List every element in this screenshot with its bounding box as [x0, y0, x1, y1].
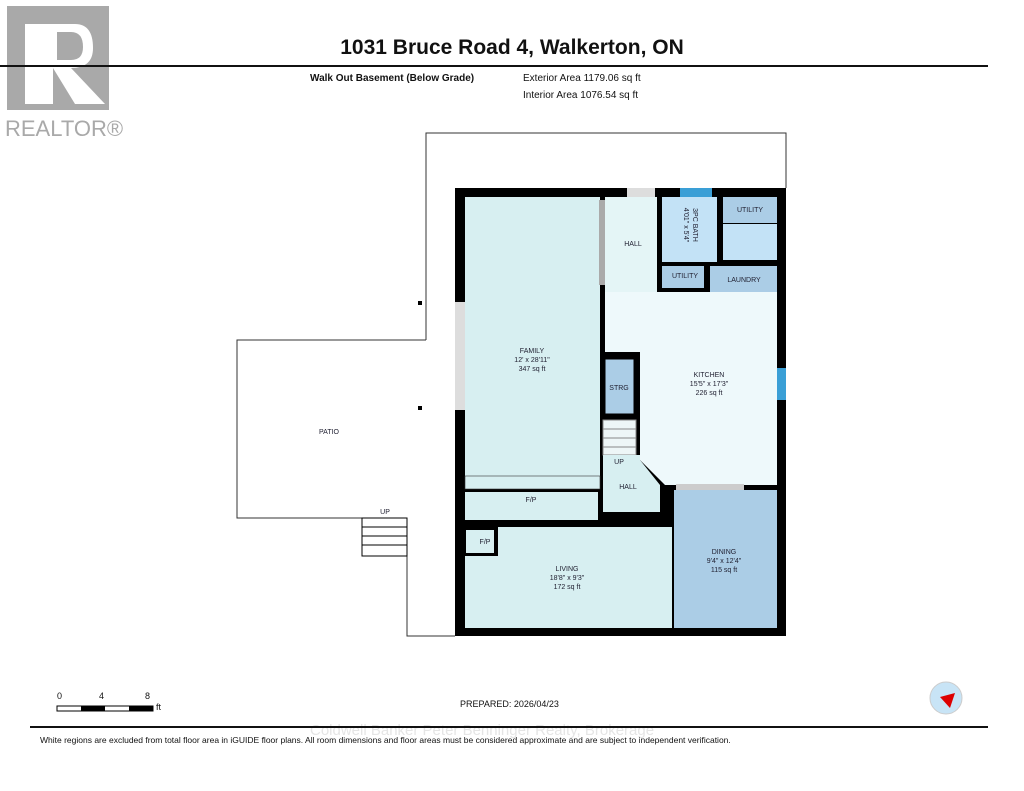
page-title: 1031 Bruce Road 4, Walkerton, ON [340, 36, 684, 59]
patio-outline [236, 132, 787, 637]
level-name: Walk Out Basement (Below Grade) [310, 73, 475, 84]
divider [30, 726, 988, 728]
interior-stairs [602, 419, 637, 456]
kitchen [605, 292, 777, 485]
storage-label: STRG [609, 385, 629, 392]
family-room [465, 197, 600, 476]
prepared-date: PREPARED: 2026/04/23 [460, 699, 559, 709]
stairs-up-label: UP [614, 459, 624, 466]
hall-top-label: HALL [624, 241, 642, 248]
patio-up-label: UP [380, 509, 390, 516]
scale-bar [56, 705, 154, 712]
fireplace-2-label: F/P [479, 539, 491, 546]
utility-1 [723, 197, 777, 223]
realtor-logo: REALTOR® [5, 6, 123, 141]
fireplace-2 [466, 530, 494, 553]
dining-room [674, 490, 777, 628]
bath [662, 197, 717, 262]
patio-label: PATIO [319, 429, 339, 436]
disclaimer: White regions are excluded from total fl… [40, 735, 731, 745]
hall-bottom [603, 455, 660, 512]
divider [0, 65, 988, 67]
scale-tick: 0 [57, 691, 63, 701]
compass-icon [929, 681, 963, 715]
living-room [465, 527, 672, 628]
hall-bottom-label: HALL [619, 484, 637, 491]
exterior-area: Exterior Area 1179.06 sq ft [523, 73, 641, 84]
storage [600, 354, 639, 419]
scale-unit: ft [156, 702, 162, 712]
fireplace-1-label: F/P [525, 497, 537, 504]
utility-1-label: UTILITY [736, 207, 764, 214]
interior-area: Interior Area 1076.54 sq ft [523, 90, 639, 101]
utility-2 [662, 266, 704, 288]
realtor-logo-text: REALTOR® [5, 116, 124, 141]
scale-tick: 4 [99, 691, 105, 701]
fireplace-1 [465, 492, 598, 520]
laundry [710, 266, 777, 295]
laundry-label: LAUNDRY [727, 277, 761, 284]
scale-tick: 8 [145, 691, 151, 701]
utility-2-label: UTILITY [671, 273, 699, 280]
hall-top [605, 197, 657, 292]
patio-stairs [361, 517, 408, 557]
